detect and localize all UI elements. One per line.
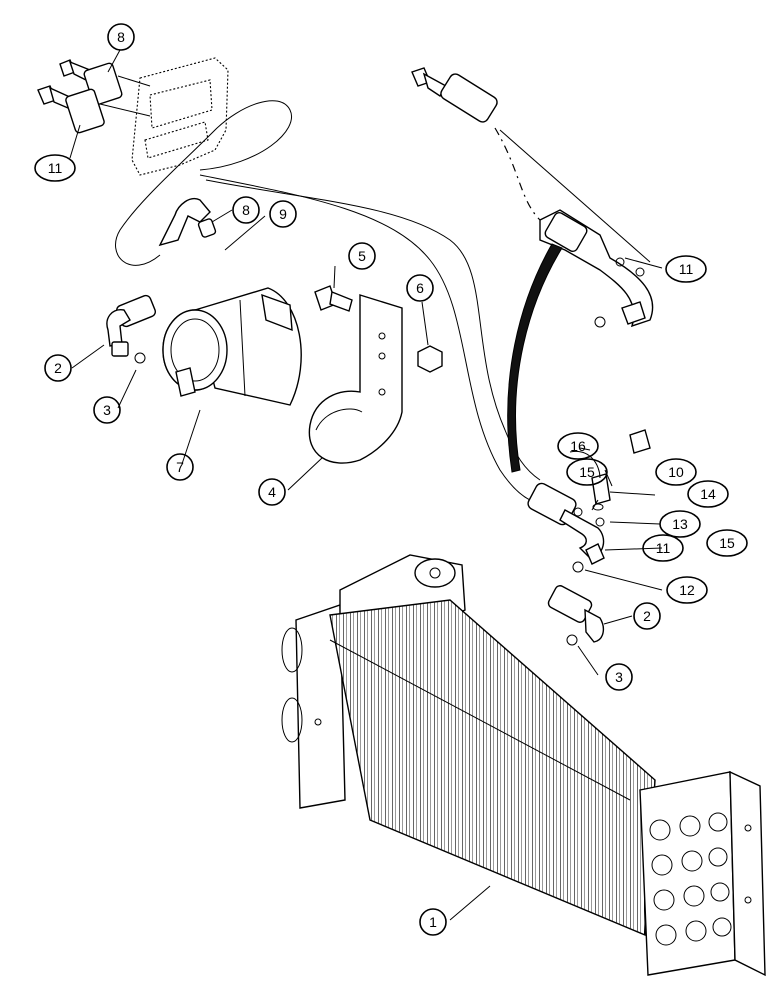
- hose-line-long-a: [199, 174, 531, 501]
- hose-assembly-upper-right: [411, 67, 654, 328]
- black-hose: [507, 243, 563, 473]
- callout-3-left: 3: [93, 396, 121, 424]
- callout-14-label: 14: [700, 486, 716, 502]
- callout-15-right-label: 15: [719, 535, 735, 551]
- callout-16-label: 16: [570, 438, 586, 454]
- callout-2-left: 2: [44, 354, 72, 382]
- callout-5-label: 5: [358, 248, 366, 264]
- callout-11-lower-label: 11: [656, 540, 671, 556]
- coil-ends: [649, 812, 732, 946]
- evaporator-core: [281, 554, 766, 977]
- callout-14: 14: [687, 480, 729, 508]
- callout-9-label: 9: [279, 206, 287, 222]
- callout-6: 6: [406, 274, 434, 302]
- callout-15-left-label: 15: [579, 464, 595, 480]
- callout-15-right: 15: [706, 529, 748, 557]
- callout-5: 5: [348, 242, 376, 270]
- callout-11-upper-left: 11: [34, 154, 76, 182]
- leader-lines: [69, 49, 663, 921]
- callout-3-right-label: 3: [615, 669, 623, 685]
- elbow-fitting-2-left: [106, 294, 157, 364]
- callout-2-left-label: 2: [54, 360, 62, 376]
- callout-9: 9: [269, 200, 297, 228]
- elbow-fitting: [158, 198, 217, 247]
- callout-13: 13: [659, 510, 701, 538]
- callout-8-middle: 8: [232, 196, 260, 224]
- hose-assembly-lower-right: [527, 429, 651, 573]
- callout-6-label: 6: [416, 280, 424, 296]
- callout-7: 7: [166, 453, 194, 481]
- callout-4: 4: [258, 478, 286, 506]
- callout-1-label: 1: [429, 914, 437, 930]
- callout-7-label: 7: [176, 459, 184, 475]
- callout-12: 12: [666, 576, 708, 604]
- nut: [417, 345, 443, 373]
- hose-fitting-11-upper: [37, 85, 151, 134]
- callout-11-upper-left-label: 11: [48, 160, 63, 176]
- clamp-bracket: [308, 294, 403, 464]
- receiver-drier: [162, 287, 302, 406]
- callout-15-left: 15: [566, 458, 608, 486]
- callout-16: 16: [557, 432, 599, 460]
- callout-12-label: 12: [679, 582, 695, 598]
- manifold-outline: [131, 57, 229, 176]
- callout-8-upper: 8: [107, 23, 135, 51]
- bolt: [314, 285, 353, 312]
- hose-line-loop: [115, 100, 292, 266]
- callout-11-upper-right-label: 11: [679, 261, 694, 277]
- callout-10: 10: [655, 458, 697, 486]
- callout-11-lower: 11: [642, 534, 684, 562]
- callout-8-upper-label: 8: [117, 29, 125, 45]
- callout-3-left-label: 3: [103, 402, 111, 418]
- callout-10-label: 10: [668, 464, 684, 480]
- callout-13-label: 13: [672, 516, 688, 532]
- callout-2-right-label: 2: [643, 608, 651, 624]
- callout-1: 1: [419, 908, 447, 936]
- callout-11-upper-right: 11: [665, 255, 707, 283]
- callout-3-right: 3: [605, 663, 633, 691]
- callout-4-label: 4: [268, 484, 276, 500]
- elbow-fitting-2-right: [547, 585, 605, 646]
- callout-2-right: 2: [633, 602, 661, 630]
- callout-8-middle-label: 8: [242, 202, 250, 218]
